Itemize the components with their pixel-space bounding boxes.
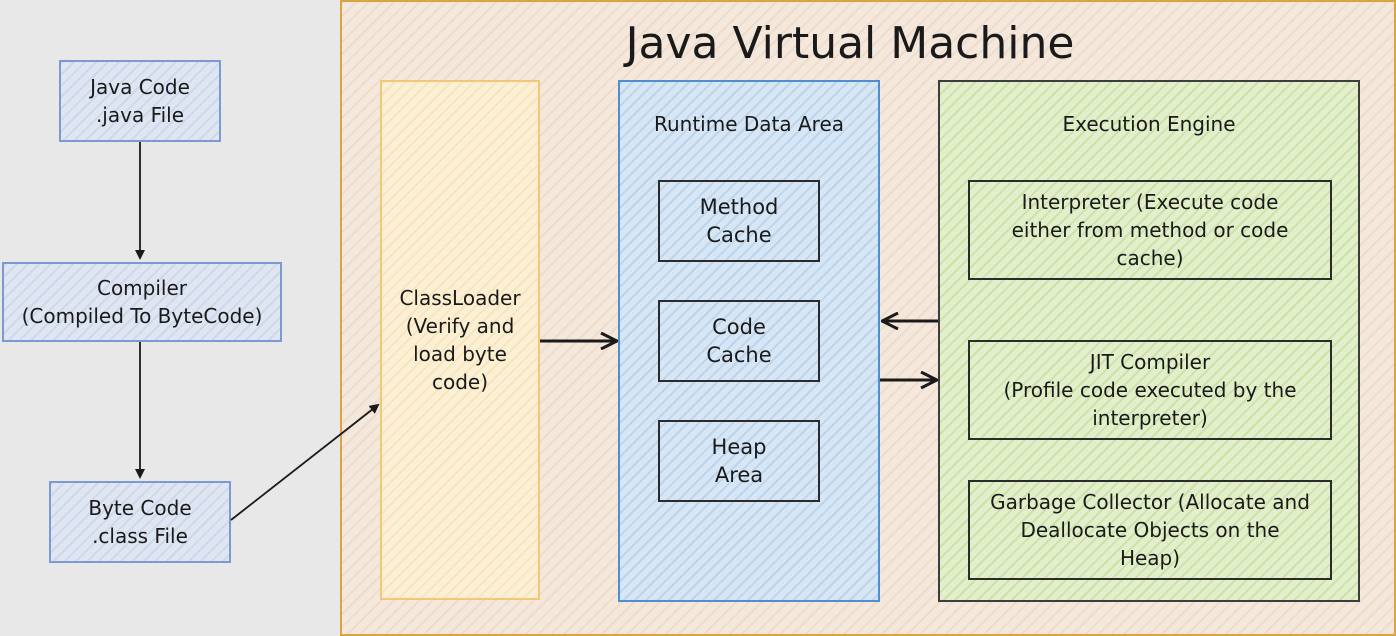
classloader-box: ClassLoader (Verify and load byte code) xyxy=(380,80,540,600)
runtime-data-area xyxy=(618,80,880,602)
execution-engine-title: Execution Engine xyxy=(1062,112,1236,136)
method-cache-box: Method Cache xyxy=(658,180,820,262)
code-cache-box: Code Cache xyxy=(658,300,820,382)
runtime-data-area-title: Runtime Data Area xyxy=(653,112,845,136)
arrow-bytecode-to-classloader xyxy=(230,403,380,521)
interpreter-box: Interpreter (Execute code either from me… xyxy=(968,180,1332,280)
compiler-box: Compiler (Compiled To ByteCode) xyxy=(2,262,282,342)
java-code-box: Java Code .java File xyxy=(59,60,221,142)
heap-area-box: Heap Area xyxy=(658,420,820,502)
garbage-collector-box: Garbage Collector (Allocate and Dealloca… xyxy=(968,480,1332,580)
byte-code-box: Byte Code .class File xyxy=(49,481,231,563)
jit-compiler-box: JIT Compiler (Profile code executed by t… xyxy=(968,340,1332,440)
jvm-title: Java Virtual Machine xyxy=(625,18,1075,69)
